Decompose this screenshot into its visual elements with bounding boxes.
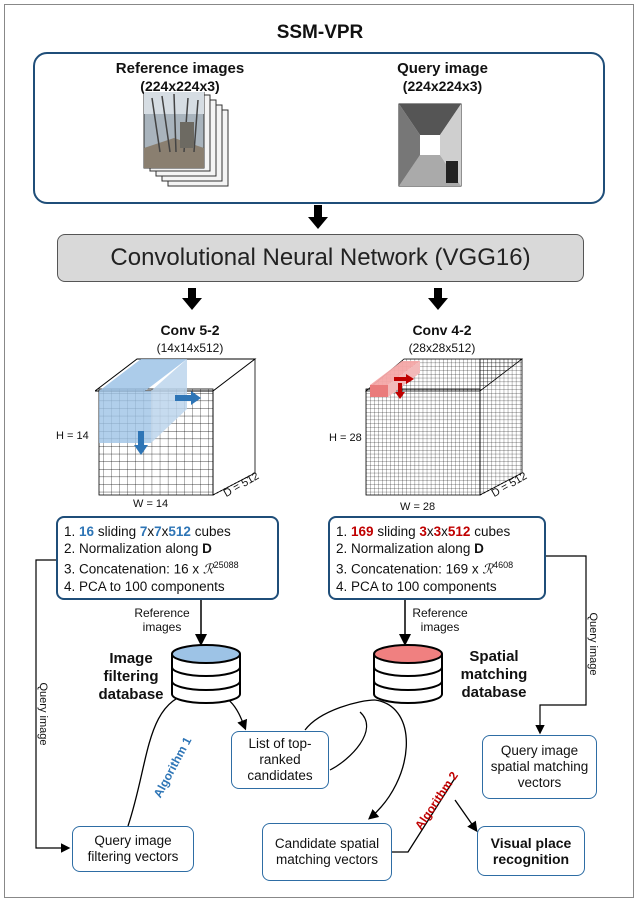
candidates-curve-a xyxy=(329,711,368,771)
arrow-to-conv42 xyxy=(428,288,448,310)
figure-title: SSM-VPR xyxy=(276,22,364,43)
arrow-to-visual-place xyxy=(454,799,478,833)
step-4: 4. PCA to 100 components xyxy=(64,578,225,594)
filtering-database-label: Image filtering database xyxy=(98,650,164,703)
query-image-left-label: Query image xyxy=(37,682,49,746)
slide-down-arrow xyxy=(134,431,148,455)
query-photo xyxy=(398,103,462,187)
query-path-right xyxy=(535,555,587,735)
step-3: 3. Concatenation: 16 x ℛ25088 xyxy=(64,560,239,577)
query-filtering-vectors-node: Query image filtering vectors xyxy=(72,826,194,872)
conv42-height-label: H = 28 xyxy=(329,432,362,444)
query-image-right-label: Query image xyxy=(587,612,599,676)
conv42-steps-box: 1. 169 sliding 3x3x512 cubes 2. Normaliz… xyxy=(328,516,546,600)
filtering-database-icon xyxy=(171,644,241,704)
arrow-to-cnn xyxy=(308,205,328,229)
query-image-size: (224x224x3) xyxy=(402,78,483,94)
conv42-tensor xyxy=(364,358,524,496)
conv52-height-label: H = 14 xyxy=(56,430,89,442)
query-image-label: Query image xyxy=(397,60,488,77)
input-images-box xyxy=(33,52,605,204)
conv52-width-label: W = 14 xyxy=(133,498,169,510)
reference-images-label: Reference images xyxy=(115,60,245,77)
conv42-dims: (28x28x512) xyxy=(408,341,476,355)
candidates-link xyxy=(304,699,376,731)
query-path-left xyxy=(35,559,71,853)
spatial-database-icon xyxy=(373,644,443,704)
top-ranked-candidates-node: List of top-ranked candidates xyxy=(231,731,329,789)
spatial-database-label: Spatial matching database xyxy=(460,648,528,701)
candidate-spatial-vectors-node: Candidate spatial matching vectors xyxy=(262,823,392,881)
query-spatial-vectors-node: Query image spatial matching vectors xyxy=(482,735,597,799)
arrow-to-conv52 xyxy=(182,288,202,310)
conv52-tensor xyxy=(95,358,257,496)
slide-right-arrow-red xyxy=(394,374,414,384)
to-candidate-vectors xyxy=(368,699,407,820)
algorithm2-line xyxy=(392,777,456,853)
figure-frame xyxy=(4,4,634,898)
cnn-block: Convolutional Neural Network (VGG16) xyxy=(57,234,584,282)
conv52-title: Conv 5-2 xyxy=(160,322,220,338)
visual-place-recognition-node: Visual place recognition xyxy=(477,826,585,876)
left-reference-images-label: Reference images xyxy=(134,606,190,634)
conv52-steps-box: 1. 16 sliding 7x7x512 cubes 2. Normaliza… xyxy=(56,516,279,600)
reference-images-size: (224x224x3) xyxy=(140,78,220,94)
conv42-title: Conv 4-2 xyxy=(412,322,472,338)
step-1: 1. 169 sliding 3x3x512 cubes xyxy=(336,524,511,539)
algorithm1-curve xyxy=(127,690,248,827)
step-4: 4. PCA to 100 components xyxy=(336,578,497,594)
conv52-dims: (14x14x512) xyxy=(156,341,224,355)
reference-images-stack xyxy=(143,92,229,187)
step-1: 1. 16 sliding 7x7x512 cubes xyxy=(64,524,231,539)
step-3: 3. Concatenation: 169 x ℛ4608 xyxy=(336,560,514,577)
slide-down-arrow-red xyxy=(395,383,405,399)
conv42-width-label: W = 28 xyxy=(400,501,436,513)
right-reference-images-label: Reference images xyxy=(412,606,468,634)
step-2: 2. Normalization along D xyxy=(336,541,484,556)
step-2: 2. Normalization along D xyxy=(64,541,212,556)
slide-right-arrow xyxy=(175,391,201,405)
